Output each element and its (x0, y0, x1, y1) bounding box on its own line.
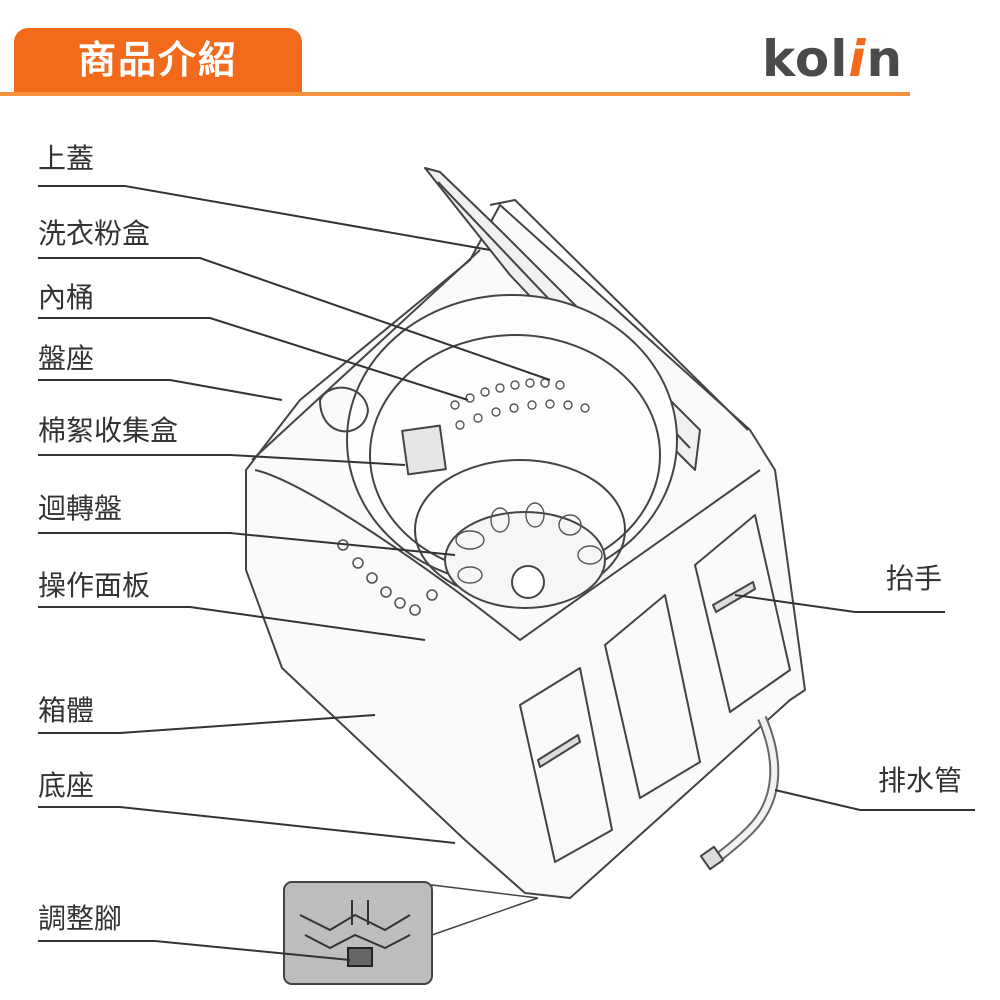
brand-logo-accent: i (848, 30, 867, 88)
handle-right-slot (712, 581, 756, 613)
leader-handle (734, 594, 945, 613)
pulsator-hub (511, 565, 545, 599)
label-base: 底座 (38, 769, 95, 802)
leader-adjustable-foot (38, 940, 351, 961)
leader-detergent-box (38, 257, 551, 381)
header-divider (0, 92, 910, 96)
handle-left-slot (537, 734, 581, 768)
header-tab: 商品介紹 (14, 28, 302, 92)
leader-inner-tub (38, 317, 469, 401)
leader-cabinet (38, 714, 376, 734)
label-lint-filter: 棉絮收集盒 (38, 414, 179, 447)
machine-top-edge (251, 249, 481, 461)
page-title: 商品介紹 (77, 38, 238, 82)
lid-hinge-back (489, 199, 749, 431)
label-tub-seat: 盤座 (38, 342, 95, 375)
front-panel-left (519, 667, 613, 863)
label-inner-tub: 內桶 (38, 281, 95, 314)
label-drain-hose: 排水管 (878, 764, 963, 797)
label-pulsator: 迴轉盤 (38, 492, 123, 525)
label-cabinet: 箱體 (38, 694, 95, 727)
pulsator-disc (444, 511, 606, 609)
leader-lint-filter (38, 454, 406, 466)
label-handle: 抬手 (886, 562, 943, 595)
drain-hose-inner (713, 716, 778, 863)
leader-control-panel (38, 606, 426, 641)
label-top-lid: 上蓋 (38, 142, 95, 175)
detergent-cup (319, 386, 369, 433)
label-control-panel: 操作面板 (38, 569, 151, 602)
leader-base (38, 806, 456, 844)
foot-inset (283, 881, 539, 985)
control-buttons (337, 539, 438, 616)
brand-logo: kolin (762, 30, 903, 88)
leader-tub-seat (38, 379, 283, 401)
tub-holes (450, 378, 590, 430)
brand-logo-suffix: n (866, 30, 904, 88)
brand-logo-prefix: kol (762, 30, 849, 88)
lint-filter-box (401, 424, 447, 476)
label-detergent-box: 洗衣粉盒 (38, 217, 151, 250)
label-adjustable-foot: 調整腳 (38, 902, 123, 935)
leader-drain-hose (774, 789, 975, 811)
front-panel-mid (604, 594, 701, 799)
pulsator-fins (455, 502, 603, 584)
leader-top-lid (38, 185, 491, 251)
leader-pulsator (38, 532, 456, 556)
machine-top-front (254, 469, 761, 641)
leader-lines (38, 185, 975, 961)
front-panel-right (694, 514, 791, 713)
drain-hose-nozzle (699, 845, 725, 871)
